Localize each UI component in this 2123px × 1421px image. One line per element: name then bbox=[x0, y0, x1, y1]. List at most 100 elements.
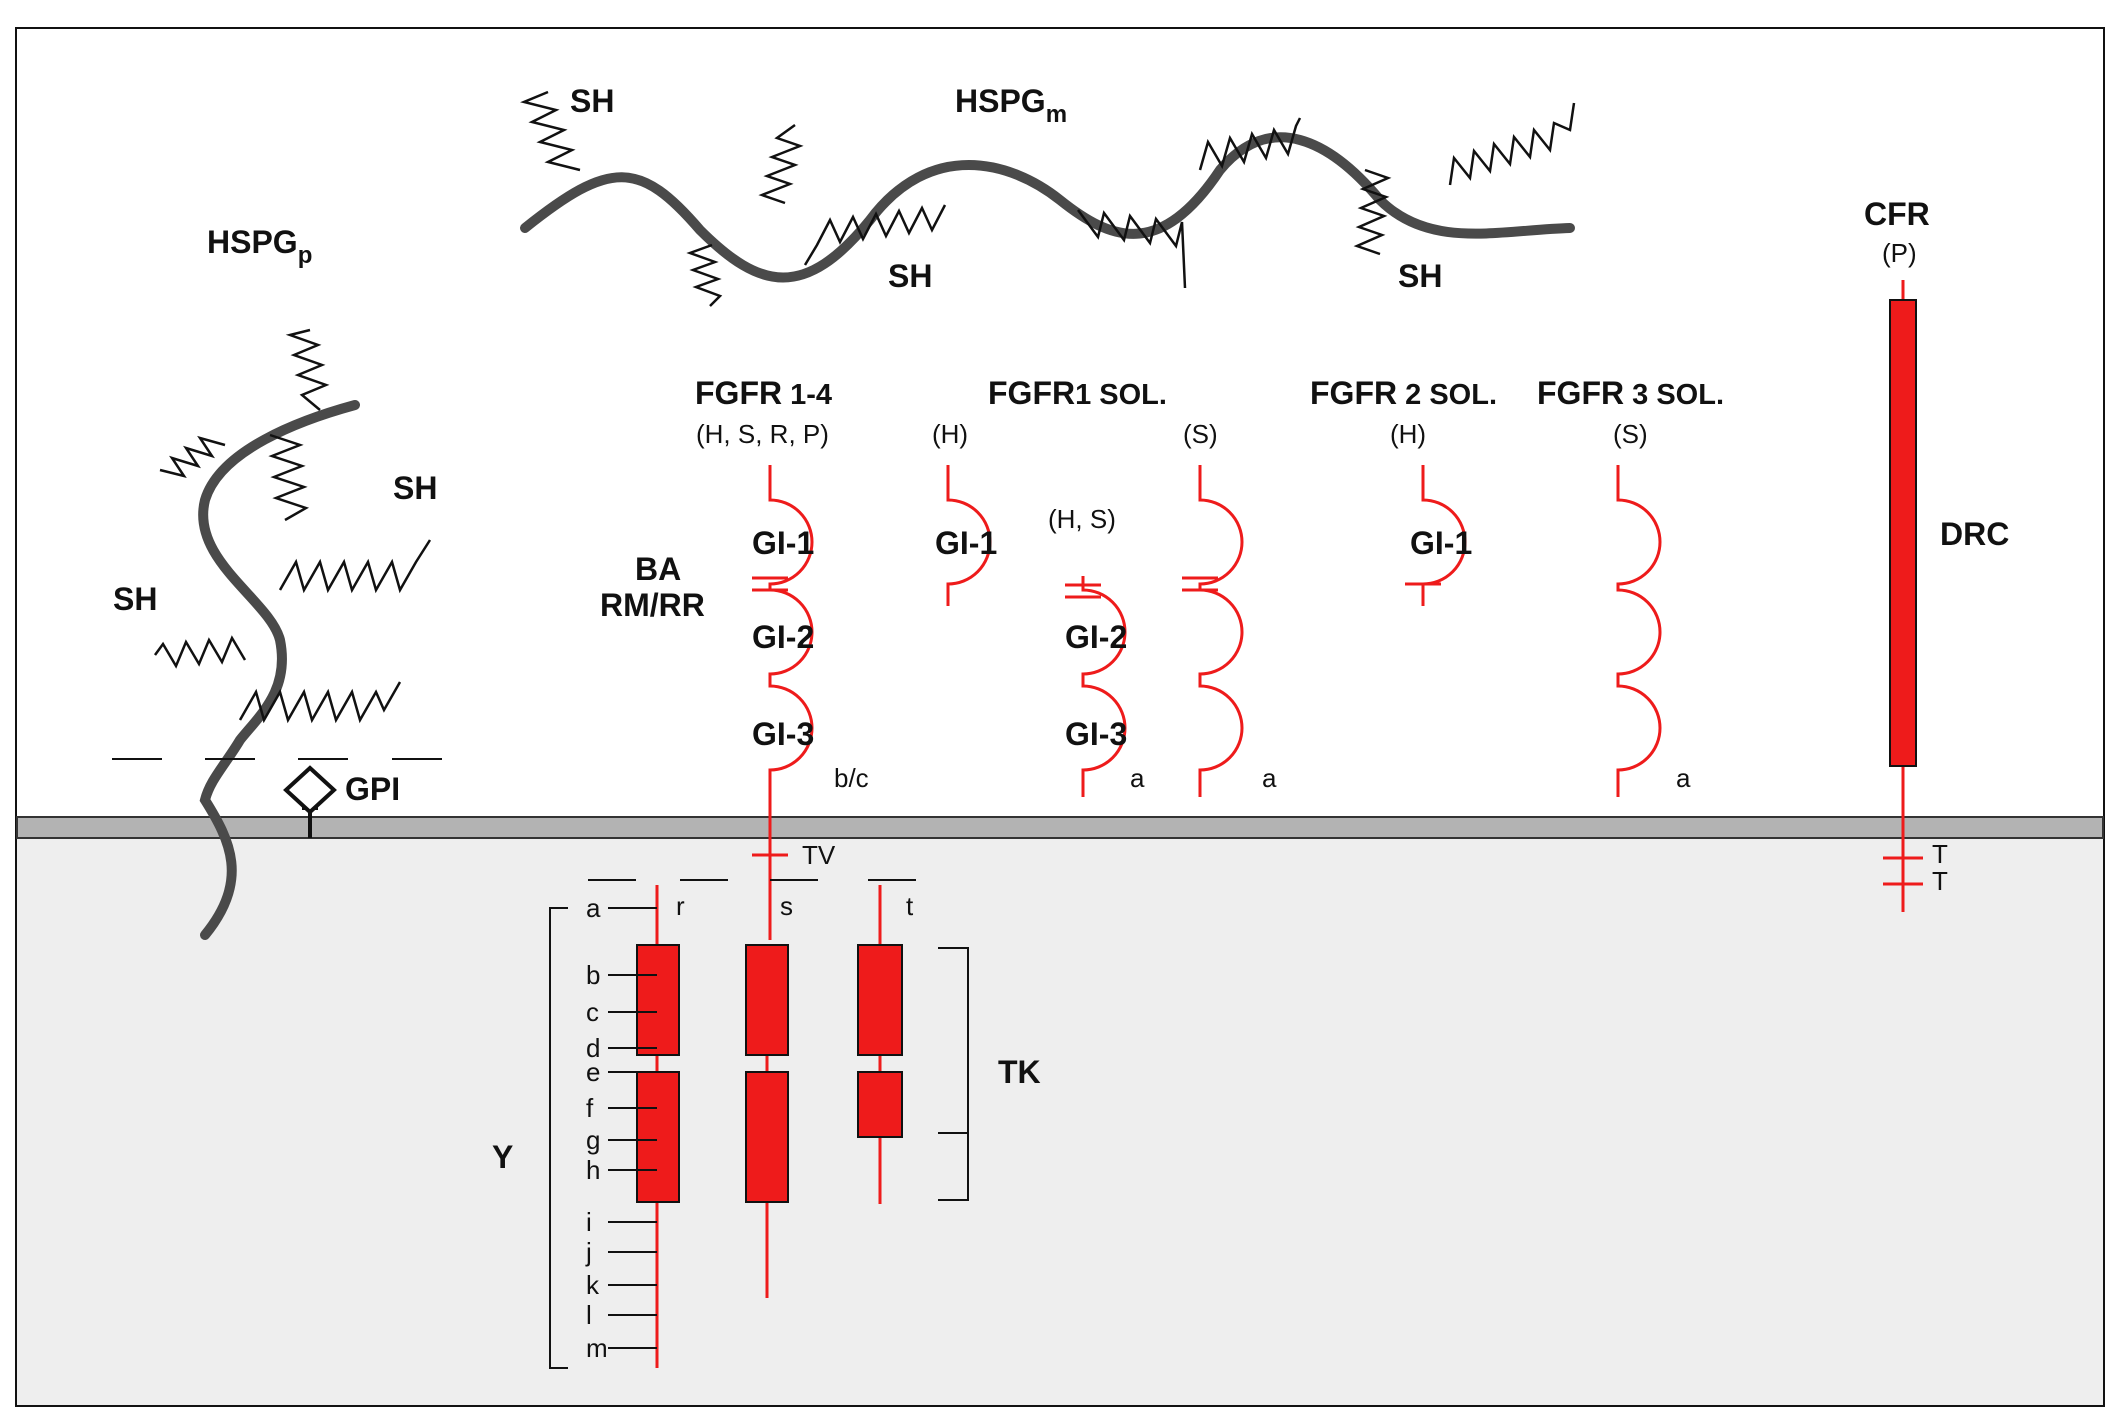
hspgp-sh-chain bbox=[285, 328, 330, 411]
fgfr14-gi3: GI-3 bbox=[752, 716, 814, 752]
isoform-r-tk2 bbox=[636, 1071, 680, 1203]
hspgm-label: HSPGm bbox=[955, 83, 1067, 128]
fgfr3sol-title-main: FGFR bbox=[1537, 375, 1624, 411]
hspgp-label-main: HSPG bbox=[207, 224, 298, 260]
tyrosine-label-g: g bbox=[586, 1125, 600, 1155]
fgfr2-soluble: FGFR 2 SOL. (H) GI-1 bbox=[1310, 375, 1497, 606]
hspgp-sh-chain bbox=[153, 635, 247, 669]
hspgm-sh-chain bbox=[758, 123, 804, 205]
fgfr2sol-domain bbox=[1421, 465, 1467, 606]
fgfr1sol-s-domain bbox=[1198, 465, 1244, 797]
tyrosine-label-e: e bbox=[586, 1057, 600, 1087]
tyrosine-label-m: m bbox=[586, 1333, 608, 1363]
isoform-t-tk2 bbox=[857, 1071, 903, 1138]
hspgm-sh-chain bbox=[1198, 117, 1302, 171]
fgfr2sol-title-main: FGFR bbox=[1310, 375, 1397, 411]
drc-label: DRC bbox=[1940, 516, 2009, 552]
hspgm-label-main: HSPG bbox=[955, 83, 1046, 119]
hspgp-sh-chain bbox=[159, 435, 226, 478]
isoform-r-tk1 bbox=[636, 944, 680, 1056]
fgfr2sol-gi1: GI-1 bbox=[1410, 525, 1472, 561]
ba-label: BA bbox=[635, 551, 681, 587]
isoform-t-tk1 bbox=[857, 944, 903, 1056]
gpi-anchor: GPI bbox=[283, 765, 400, 838]
cytoplasm bbox=[17, 838, 2103, 1405]
tyrosine-label-c: c bbox=[586, 997, 599, 1027]
tyrosine-label-l: l bbox=[586, 1300, 592, 1330]
fgfr1sol-hs-domain bbox=[1081, 576, 1127, 797]
isoform-r-label: r bbox=[676, 891, 685, 921]
y-label: Y bbox=[492, 1139, 513, 1175]
fgfr14-receptor: FGFR 1-4 (H, S, R, P) BA RM/RR GI-1 GI-2… bbox=[600, 375, 869, 940]
hspgm-sh-chain bbox=[1448, 102, 1576, 186]
hspgp-label: HSPGp bbox=[207, 224, 312, 269]
isoform-t-label: t bbox=[906, 891, 914, 921]
tyrosine-label-f: f bbox=[586, 1093, 594, 1123]
gpi-diamond-icon bbox=[283, 765, 337, 815]
cell-membrane bbox=[16, 816, 2104, 839]
fgfr14-variants: (H, S, R, P) bbox=[696, 419, 829, 449]
fgfr14-ectodomain bbox=[768, 465, 814, 940]
fgfr14-title-suffix: 1-4 bbox=[782, 379, 832, 411]
isoform-s-tk1 bbox=[745, 944, 789, 1056]
fgfr1sol-h-domain bbox=[946, 465, 992, 606]
fgfr14-gi1: GI-1 bbox=[752, 525, 814, 561]
rmrr-label: RM/RR bbox=[600, 587, 705, 623]
tv-label: TV bbox=[802, 840, 836, 870]
fgfr14-gi2: GI-2 bbox=[752, 619, 814, 655]
hspgm-sh-chain bbox=[1076, 209, 1187, 289]
cfr-t-label: T bbox=[1932, 866, 1948, 896]
fgfr1sol-hs-gi3: GI-3 bbox=[1065, 716, 1127, 752]
fgfr1sol-h-label: (H) bbox=[932, 419, 968, 449]
fgfr1sol-s-a-label: a bbox=[1262, 763, 1277, 793]
hspgm-sh-chain bbox=[520, 90, 581, 172]
fgfr1sol-title-main: FGFR bbox=[988, 375, 1075, 411]
cfr-label: CFR bbox=[1864, 196, 1930, 232]
hspgp-molecule: SH SH HSPGp bbox=[113, 224, 437, 940]
y-bracket bbox=[549, 907, 568, 1369]
tyrosine-label-b: b bbox=[586, 960, 600, 990]
fgfr2sol-title: FGFR 2 SOL. bbox=[1310, 375, 1497, 411]
fgfr2sol-title-suffix: 2 SOL. bbox=[1397, 379, 1497, 411]
hspgp-sh-chain bbox=[278, 539, 432, 594]
cfr-t-label: T bbox=[1932, 839, 1948, 869]
fgfr2sol-h-label: (H) bbox=[1390, 419, 1426, 449]
fgfr1sol-h-gi1: GI-1 bbox=[935, 525, 997, 561]
sh-label: SH bbox=[888, 258, 932, 294]
hspgp-sh-chain bbox=[238, 681, 402, 724]
sh-label: SH bbox=[393, 470, 437, 506]
gpi-label: GPI bbox=[345, 771, 400, 807]
fgfr3sol-title: FGFR 3 SOL. bbox=[1537, 375, 1724, 411]
cfr-drc-domain bbox=[1889, 299, 1917, 767]
fgfr1sol-hs-a-label: a bbox=[1130, 763, 1145, 793]
fgfr3sol-s-label: (S) bbox=[1613, 419, 1648, 449]
hspgp-label-sub: p bbox=[298, 242, 313, 269]
fgfr14-title: FGFR 1-4 bbox=[695, 375, 832, 411]
fgfr14-title-main: FGFR bbox=[695, 375, 782, 411]
tyrosine-label-i: i bbox=[586, 1207, 592, 1237]
hspgm-molecule: SH SH SH HSPGm bbox=[520, 83, 1576, 307]
fgfr1sol-hs-label: (H, S) bbox=[1048, 504, 1116, 534]
tyrosine-label-h: h bbox=[586, 1155, 600, 1185]
hspgp-sh-chain bbox=[268, 433, 310, 522]
fgfr1sol-s-label: (S) bbox=[1183, 419, 1218, 449]
tk-label: TK bbox=[998, 1054, 1041, 1090]
tyrosine-label-a: a bbox=[586, 893, 601, 923]
tyrosine-label-k: k bbox=[586, 1270, 600, 1300]
isoform-s-label: s bbox=[780, 891, 793, 921]
tyrosine-label-j: j bbox=[585, 1237, 592, 1267]
fgfr1sol-title: FGFR1 SOL. bbox=[988, 375, 1167, 411]
cfr-p-label: (P) bbox=[1882, 238, 1917, 268]
cfr-receptor: CFR (P) DRC T T bbox=[1864, 196, 2009, 912]
fgfr3sol-a-label: a bbox=[1676, 763, 1691, 793]
sh-label: SH bbox=[570, 83, 614, 119]
isoform-s-tk2 bbox=[745, 1071, 789, 1203]
fgfr3-soluble: FGFR 3 SOL. (S) a bbox=[1537, 375, 1724, 797]
fgfr3sol-domain bbox=[1616, 465, 1662, 797]
hspgm-sh-chain bbox=[803, 204, 947, 266]
fgfr1sol-hs-gi2: GI-2 bbox=[1065, 619, 1127, 655]
hspgp-chain bbox=[198, 400, 360, 940]
